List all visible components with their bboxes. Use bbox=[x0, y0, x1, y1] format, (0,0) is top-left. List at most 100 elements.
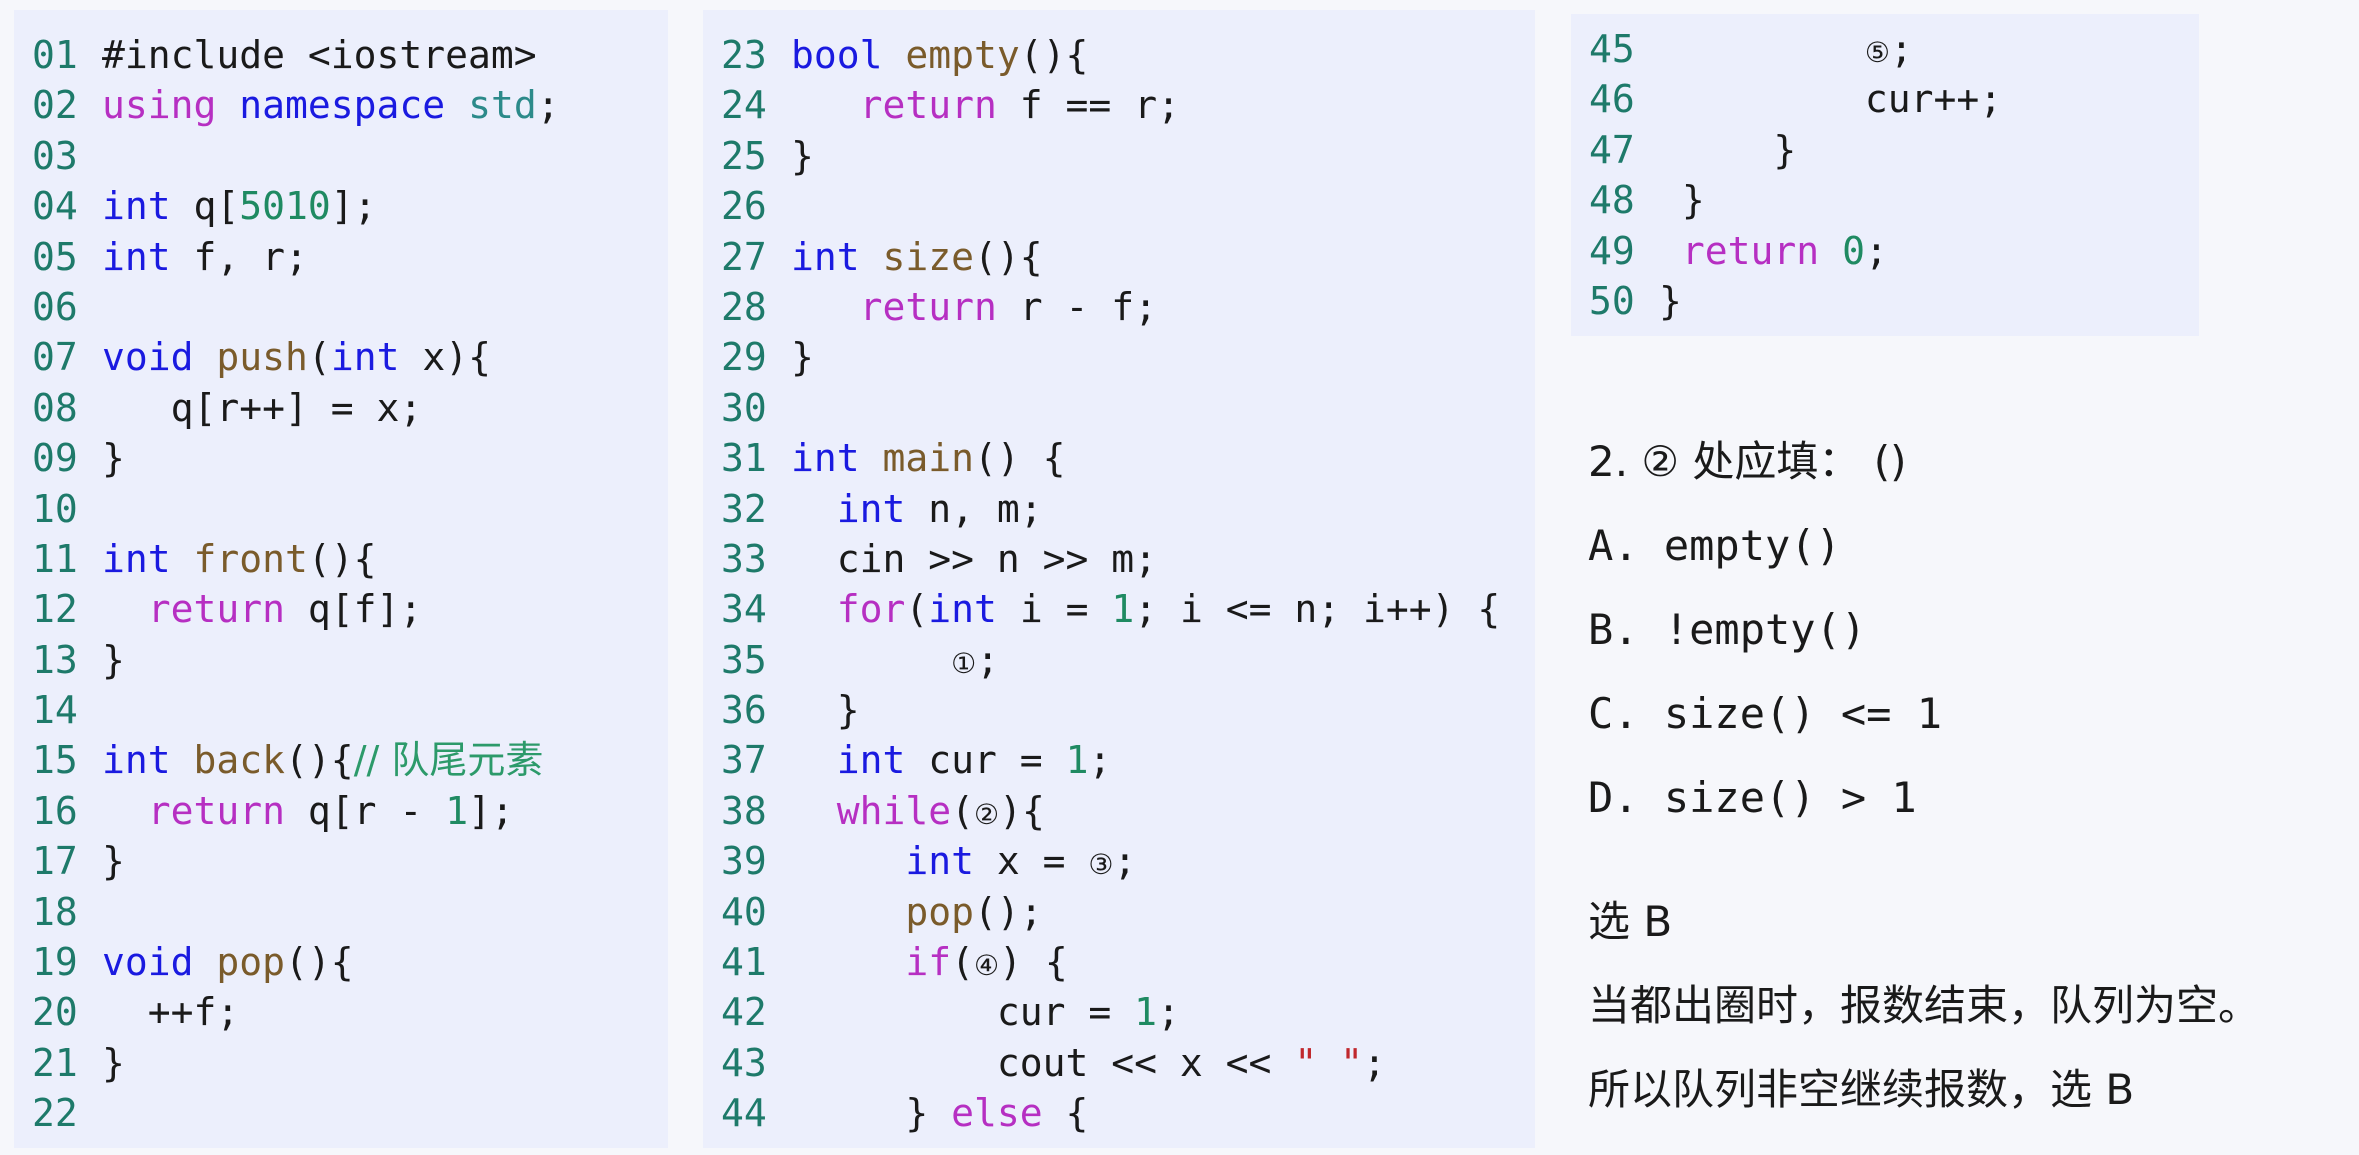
line-number: 33 bbox=[721, 536, 767, 581]
code-token: x = bbox=[974, 839, 1089, 884]
code-line: 44 } else { bbox=[721, 1088, 1535, 1138]
option-a: A. empty() bbox=[1588, 521, 1841, 570]
code-token bbox=[791, 940, 905, 984]
code-token: return bbox=[859, 284, 997, 329]
code-token bbox=[171, 738, 194, 782]
line-number: 48 bbox=[1589, 178, 1635, 223]
code-token: 0 bbox=[1842, 228, 1865, 273]
code-token: cur = bbox=[905, 738, 1066, 783]
code-token: } bbox=[791, 133, 814, 178]
code-token: ){ bbox=[999, 788, 1045, 833]
line-number: 28 bbox=[721, 284, 767, 329]
code-line: 13} bbox=[32, 635, 668, 685]
code-token: ; bbox=[976, 637, 1000, 682]
code-token: else bbox=[951, 1091, 1043, 1136]
line-number: 47 bbox=[1589, 127, 1635, 172]
line-number: 09 bbox=[32, 436, 78, 481]
code-line: 48 } bbox=[1589, 175, 2199, 225]
line-number: 07 bbox=[32, 335, 78, 380]
line-number: 43 bbox=[721, 1040, 767, 1085]
line-number: 03 bbox=[32, 133, 78, 178]
code-line: 35 ①; bbox=[721, 635, 1535, 685]
line-number: 32 bbox=[721, 486, 767, 531]
code-token: ; bbox=[1890, 27, 1913, 71]
line-number: 44 bbox=[721, 1091, 767, 1136]
line-number: 11 bbox=[32, 536, 78, 581]
code-token: f == r; bbox=[996, 83, 1180, 128]
question-title: 2. ② 处应填： () bbox=[1588, 437, 1907, 486]
line-number: 37 bbox=[721, 738, 767, 783]
code-line: 16 return q[r - 1]; bbox=[32, 786, 668, 836]
code-token: push bbox=[216, 335, 308, 380]
code-token: } bbox=[1659, 127, 1797, 172]
code-token: int bbox=[791, 436, 860, 481]
code-token bbox=[194, 335, 217, 379]
line-number: 16 bbox=[32, 788, 78, 833]
code-token: i = bbox=[996, 587, 1112, 632]
code-line: 21} bbox=[32, 1038, 668, 1088]
code-token bbox=[194, 940, 217, 984]
code-token: if bbox=[905, 940, 952, 985]
code-line: 17} bbox=[32, 836, 668, 886]
code-token: cur = bbox=[791, 990, 1135, 1035]
code-token: main bbox=[882, 436, 975, 481]
code-token bbox=[791, 890, 905, 934]
code-token: q[ bbox=[170, 184, 240, 229]
line-number: 46 bbox=[1589, 77, 1635, 122]
code-line: 18 bbox=[32, 887, 668, 937]
code-line: 22 bbox=[32, 1088, 668, 1138]
line-number: 29 bbox=[721, 335, 767, 380]
line-number: 34 bbox=[721, 587, 767, 632]
code-token: ; bbox=[1088, 738, 1112, 783]
code-token: } bbox=[1659, 178, 1705, 223]
code-line: 34 for(int i = 1; i <= n; i++) { bbox=[721, 584, 1535, 634]
code-token: ( bbox=[951, 788, 975, 833]
code-token: 5010 bbox=[239, 184, 331, 229]
line-number: 50 bbox=[1589, 278, 1635, 323]
code-token: (){ bbox=[974, 234, 1043, 279]
line-number: 04 bbox=[32, 184, 78, 229]
code-token: return bbox=[859, 83, 997, 128]
code-token bbox=[791, 83, 860, 127]
line-number: 10 bbox=[32, 486, 78, 531]
code-token: back bbox=[193, 738, 286, 783]
code-line: 47 } bbox=[1589, 125, 2199, 175]
code-line: 06 bbox=[32, 282, 668, 332]
code-token: int bbox=[928, 587, 997, 632]
code-token: ② bbox=[974, 797, 1000, 831]
code-token: q[r++] = x; bbox=[102, 385, 423, 430]
line-number: 22 bbox=[32, 1091, 78, 1136]
line-number: 14 bbox=[32, 688, 78, 733]
code-token bbox=[102, 789, 148, 833]
code-token: } bbox=[102, 436, 125, 481]
code-token: f, r; bbox=[170, 234, 308, 279]
line-number: 26 bbox=[721, 184, 767, 229]
code-token: r - f; bbox=[996, 284, 1158, 329]
answer-explanation-2: 所以队列非空继续报数，选 B bbox=[1588, 1065, 2135, 1114]
line-number: 36 bbox=[721, 688, 767, 733]
code-panel-right: 45 ⑤;46 cur++;47 }48 }49 return 0;50} bbox=[1571, 14, 2199, 336]
code-token: int bbox=[102, 536, 171, 581]
code-token: } bbox=[102, 839, 125, 884]
code-token: cout << x << bbox=[791, 1040, 1295, 1085]
code-line: 12 return q[f]; bbox=[32, 584, 668, 634]
code-line: 50} bbox=[1589, 276, 2199, 326]
code-token bbox=[791, 789, 837, 833]
code-token: return bbox=[147, 788, 286, 833]
code-line: 14 bbox=[32, 685, 668, 735]
code-token: q[r - bbox=[285, 788, 446, 833]
answer-explanation-1: 当都出圈时，报数结束，队列为空。 bbox=[1588, 981, 2261, 1030]
code-token: } bbox=[102, 1040, 125, 1085]
code-token: } bbox=[791, 335, 814, 380]
code-token: pop bbox=[216, 940, 286, 985]
code-block: 45 ⑤;46 cur++;47 }48 }49 return 0;50} bbox=[1589, 24, 2199, 326]
option-d: D. size() > 1 bbox=[1588, 773, 1917, 822]
